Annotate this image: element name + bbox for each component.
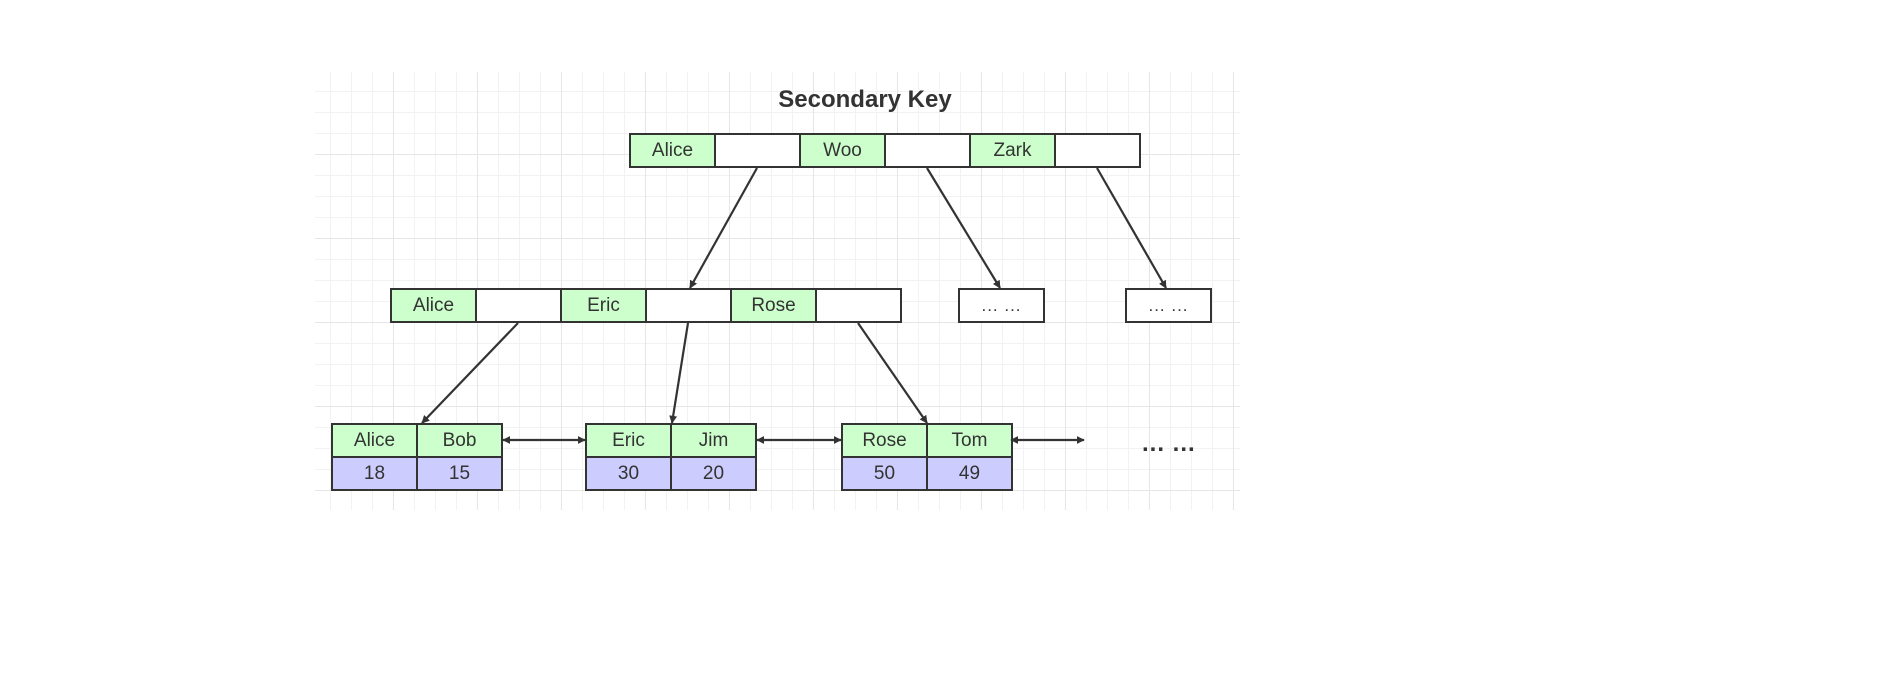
root-pointer-3 — [1054, 133, 1141, 168]
root-pointer-1 — [714, 133, 801, 168]
pointer-arrow — [669, 322, 690, 424]
pointer-arrow — [1096, 167, 1167, 289]
internal-key-eric: Eric — [560, 288, 647, 323]
placeholder-node-2: ... ... — [1125, 288, 1212, 323]
leaf-key: Alice — [331, 423, 418, 458]
leaf-value: 49 — [926, 456, 1013, 491]
pointer-arrow — [689, 167, 758, 289]
leaf-continuation: ... ... — [1142, 430, 1196, 457]
root-key-zark: Zark — [969, 133, 1056, 168]
leaf-value: 15 — [416, 456, 503, 491]
diagram-title: Secondary Key — [778, 86, 952, 113]
pointer-arrow — [926, 167, 1001, 289]
leaf-value: 20 — [670, 456, 757, 491]
placeholder-node-1: ... ... — [958, 288, 1045, 323]
leaf-value: 50 — [841, 456, 928, 491]
internal-key-alice: Alice — [390, 288, 477, 323]
leaf-value: 18 — [331, 456, 418, 491]
pointer-arrow — [421, 322, 519, 424]
leaf-key: Jim — [670, 423, 757, 458]
internal-pointer-3 — [815, 288, 902, 323]
pointer-arrow — [857, 322, 928, 424]
internal-pointer-2 — [645, 288, 732, 323]
